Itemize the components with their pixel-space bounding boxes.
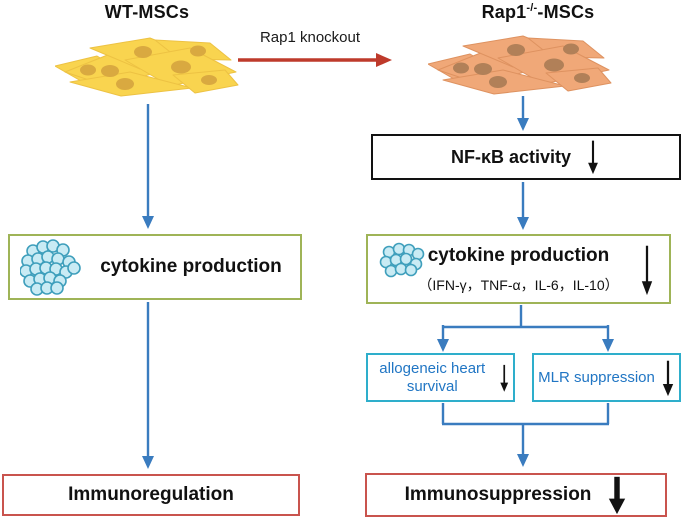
rap1-title-superscript: -/-	[526, 2, 538, 14]
rap1-title-base: Rap1	[481, 2, 527, 22]
orange-msc-cluster-icon	[428, 35, 612, 95]
immunosuppression-box: Immunosuppression	[365, 473, 667, 517]
arrow-wt-to-cytokine	[142, 104, 154, 229]
arrow-nfkb-to-cytokine	[517, 182, 529, 230]
wt-cytokine-production-box: cytokine production	[8, 234, 302, 300]
ko-cytokine-sublabel: （IFN-γ，TNF-α，IL-6，IL-10）	[418, 277, 619, 293]
down-arrow-icon	[662, 360, 674, 396]
ko-cytokine-production-label: cytokine production	[427, 245, 610, 266]
rap1-ko-msc-title: Rap1-/--MSCs	[447, 2, 629, 23]
immunosuppression-label: Immunosuppression	[404, 484, 592, 505]
nfkb-activity-box: NF-κB activity	[371, 134, 681, 180]
rap1-knockout-label: Rap1 knockout	[259, 29, 361, 46]
branch-split-connector	[437, 305, 614, 352]
down-arrow-icon	[609, 476, 626, 515]
down-arrow-icon	[641, 245, 653, 296]
cytokine-cluster-icon	[20, 239, 81, 296]
rap1-knockout-arrow	[238, 53, 392, 67]
immunoregulation-label: Immunoregulation	[68, 484, 234, 505]
branch-merge-connector	[441, 403, 610, 467]
ko-cytokine-production-box: cytokine production （IFN-γ，TNF-α，IL-6，IL…	[366, 234, 671, 304]
wt-msc-title: WT-MSCs	[104, 2, 190, 22]
mlr-suppression-label: MLR suppression	[538, 368, 655, 386]
immunoregulation-box: Immunoregulation	[2, 474, 300, 516]
arrow-cytokine-to-immunoregulation	[142, 302, 154, 469]
cytokine-cluster-icon	[379, 242, 425, 278]
wt-cytokine-production-label: cytokine production	[100, 256, 282, 277]
down-arrow-icon	[499, 364, 508, 392]
allogeneic-heart-survival-box: allogeneic heart survival	[366, 353, 515, 402]
down-arrow-icon	[588, 140, 598, 175]
allogeneic-heart-survival-label: allogeneic heart survival	[379, 360, 486, 395]
nfkb-activity-label: NF-κB activity	[450, 146, 572, 167]
mlr-suppression-box: MLR suppression	[532, 353, 681, 402]
arrow-ko-to-nfkb	[517, 96, 529, 131]
rap1-title-suffix: -MSCs	[537, 2, 595, 22]
yellow-msc-cluster-icon	[55, 37, 239, 97]
